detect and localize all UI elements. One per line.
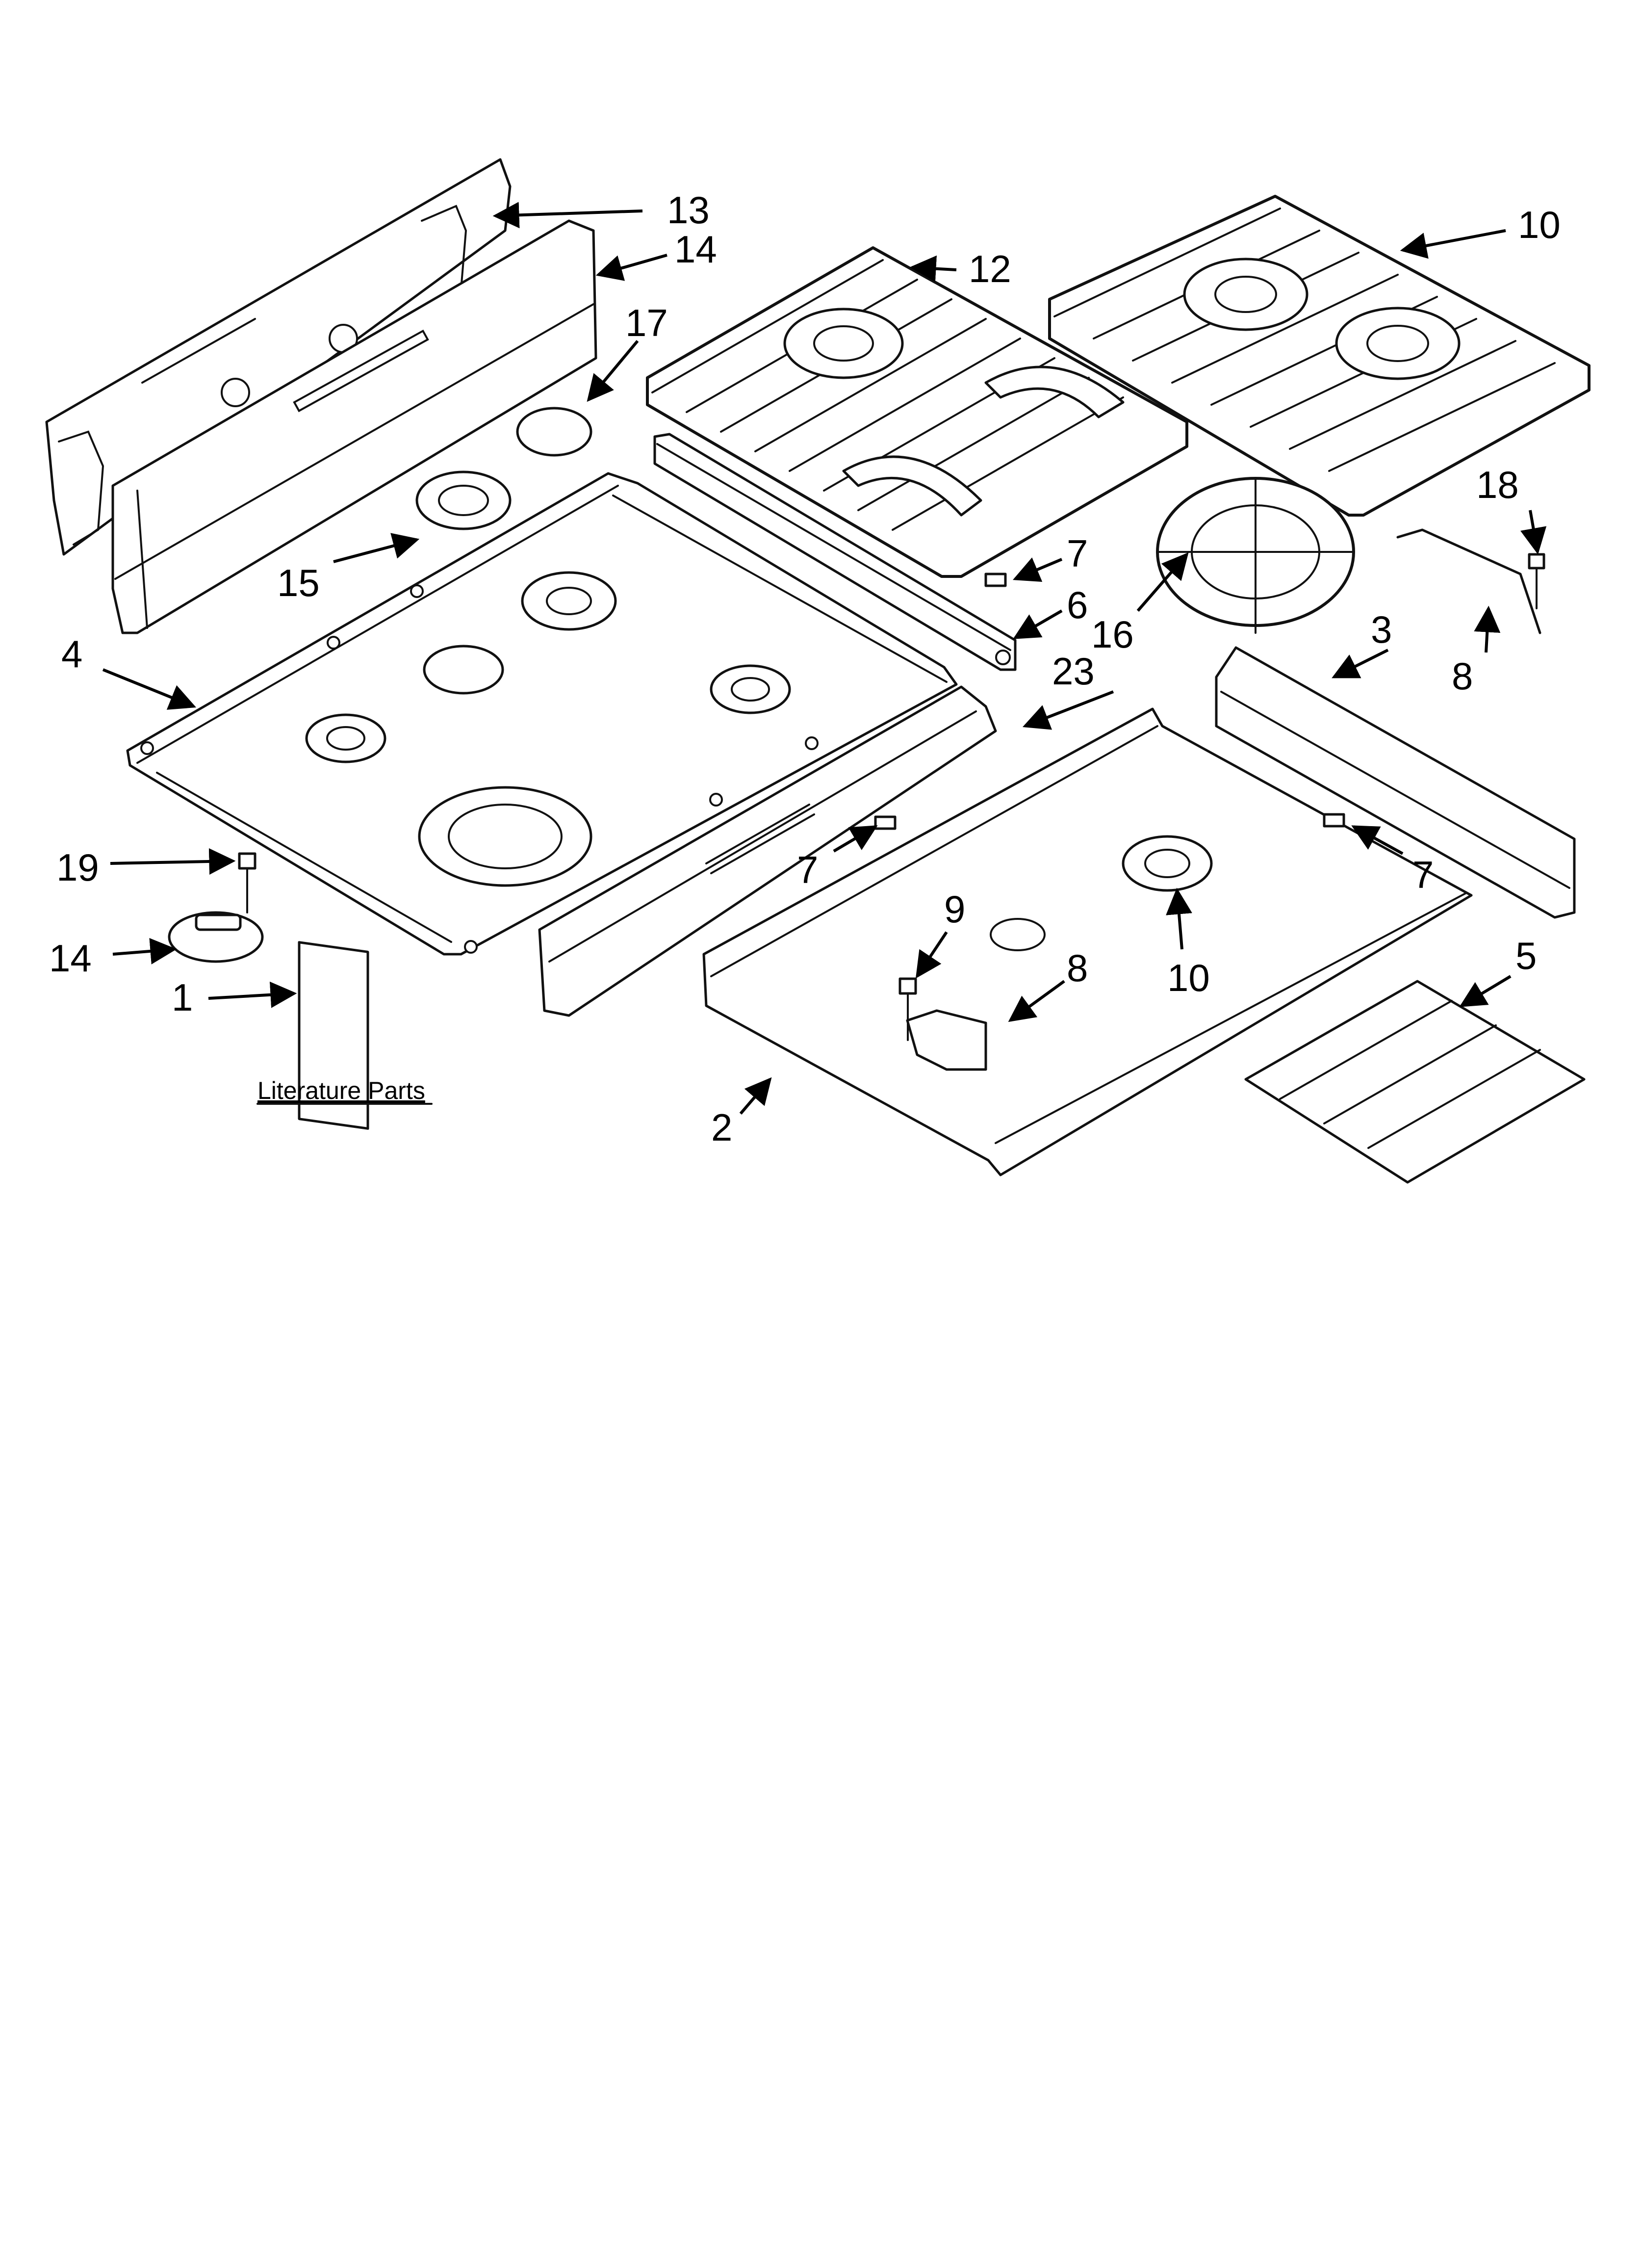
callout-3: 3 bbox=[1371, 608, 1392, 651]
callouts: 13 14 17 12 10 15 4 7 6 16 23 3 18 8 19 … bbox=[49, 188, 1561, 1149]
backguard-trim bbox=[111, 219, 597, 634]
callout-9: 9 bbox=[944, 887, 965, 931]
heat-shield bbox=[1244, 980, 1586, 1184]
bracket bbox=[906, 1009, 987, 1071]
callout-14: 13 bbox=[667, 188, 710, 232]
rod bbox=[1396, 528, 1541, 634]
callout-4: 4 bbox=[61, 632, 82, 676]
base-pan bbox=[702, 707, 1473, 1176]
callout-11: 10 bbox=[1167, 956, 1210, 999]
screw-20 bbox=[1528, 553, 1545, 609]
cooktop bbox=[126, 470, 958, 956]
callout-18: 16 bbox=[1091, 613, 1134, 656]
callout-6: 6 bbox=[1067, 583, 1088, 626]
burner-cap bbox=[516, 407, 592, 457]
callout-7b: 7 bbox=[797, 848, 818, 891]
callout-1: 1 bbox=[172, 976, 193, 1019]
screw-9 bbox=[898, 977, 917, 1041]
grate-support-rail bbox=[653, 433, 1017, 671]
screw-7c bbox=[1323, 813, 1345, 828]
callout-16: 14 bbox=[49, 937, 92, 980]
callout-20: 18 bbox=[1476, 463, 1519, 506]
knob bbox=[168, 911, 264, 963]
screw-7a bbox=[984, 573, 1007, 587]
callout-23: 23 bbox=[1052, 650, 1095, 693]
callout-21: 19 bbox=[56, 846, 99, 889]
callout-19: 17 bbox=[625, 301, 668, 344]
screw-7b bbox=[874, 815, 897, 830]
side-rail bbox=[1215, 646, 1576, 919]
callout-13: 12 bbox=[969, 247, 1011, 290]
callout-7a: 7 bbox=[1067, 532, 1088, 575]
callout-12: 10 bbox=[1518, 203, 1561, 246]
callout-8: 8 bbox=[1067, 946, 1088, 990]
callout-17: 15 bbox=[277, 561, 320, 604]
right-grate bbox=[1048, 195, 1591, 517]
callout-15: 14 bbox=[674, 228, 717, 271]
literature-parts-label: Literature Parts bbox=[257, 1077, 425, 1104]
wok-grate bbox=[1156, 477, 1355, 634]
manifold-panel bbox=[538, 685, 997, 1017]
callout-2: 2 bbox=[711, 1106, 732, 1149]
callout-10: 8 bbox=[1452, 654, 1473, 698]
leader-lines bbox=[102, 202, 1547, 1115]
literature-booklet bbox=[298, 941, 369, 1130]
callout-7c: 7 bbox=[1412, 853, 1434, 896]
callout-5: 5 bbox=[1515, 934, 1537, 977]
screw-21 bbox=[238, 852, 257, 913]
